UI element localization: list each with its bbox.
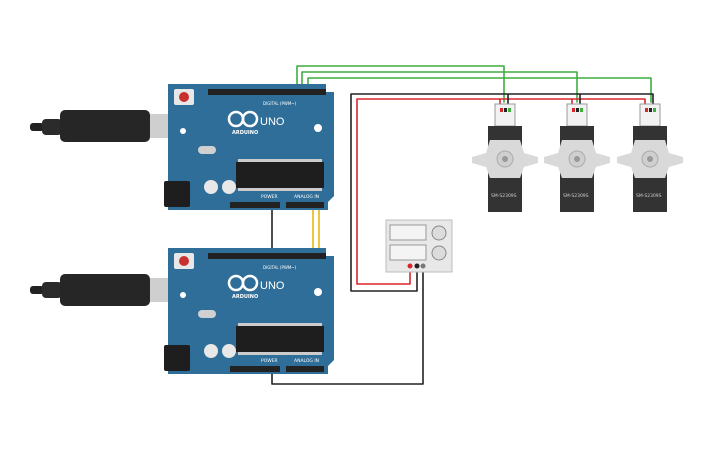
ps-display-current [389, 244, 427, 261]
usb-cable-icon [60, 274, 150, 306]
power-jack[interactable] [164, 345, 190, 371]
arduino-infinity-logo-icon [227, 110, 259, 128]
signal-wire-servo-2[interactable] [301, 71, 578, 103]
servo-2[interactable]: SM-S2309S [544, 103, 610, 212]
usb-cable-board2 [30, 274, 170, 306]
servo-model-label: SM-S2309S [491, 193, 517, 199]
power-header[interactable] [230, 202, 280, 208]
digital-header-label: DIGITAL (PWM~) [263, 265, 297, 270]
power-header[interactable] [230, 366, 280, 372]
arduino-logo-text: ARDUINO [232, 294, 258, 300]
servo-model-label: SM-S2309S [563, 193, 589, 199]
digital-header[interactable] [208, 253, 326, 259]
arduino-infinity-logo-icon [227, 274, 259, 292]
analog-label: ANALOG IN [294, 358, 319, 364]
power-label: POWER [261, 194, 278, 200]
servo-3[interactable]: SM-S2309S [617, 103, 683, 212]
ps-current-knob[interactable] [431, 245, 447, 261]
ps-voltage-knob[interactable] [431, 225, 447, 241]
usb-cable-board1 [30, 110, 170, 142]
arduino-board-1[interactable]: DIGITAL (PWM~) ARDUINO UNO POWER ANALOG … [164, 84, 334, 210]
board-model-label: UNO [260, 116, 285, 128]
digital-header-label: DIGITAL (PWM~) [263, 101, 297, 106]
atmega-chip [236, 162, 324, 188]
power-jack[interactable] [164, 181, 190, 207]
analog-header[interactable] [286, 202, 324, 208]
atmega-chip [236, 326, 324, 352]
ground-wire-black[interactable] [350, 93, 654, 292]
arduino-logo-text: ARDUINO [232, 130, 258, 136]
arduino-board-2[interactable]: DIGITAL (PWM~) ARDUINO UNO POWER ANALOG … [164, 248, 334, 374]
usb-cable-icon [60, 110, 150, 142]
ps-positive-terminal[interactable] [407, 263, 413, 269]
ps-display-voltage [389, 224, 427, 241]
ps-negative-terminal[interactable] [414, 263, 420, 269]
digital-header[interactable] [208, 89, 326, 95]
board-model-label: UNO [260, 280, 285, 292]
analog-header[interactable] [286, 366, 324, 372]
power-supply[interactable] [385, 219, 453, 273]
servo-model-label: SM-S2309S [636, 193, 662, 199]
servo-1[interactable]: SM-S2309S [472, 103, 538, 212]
power-label: POWER [261, 358, 278, 364]
signal-wire-servo-1[interactable] [296, 65, 505, 103]
analog-label: ANALOG IN [294, 194, 319, 200]
